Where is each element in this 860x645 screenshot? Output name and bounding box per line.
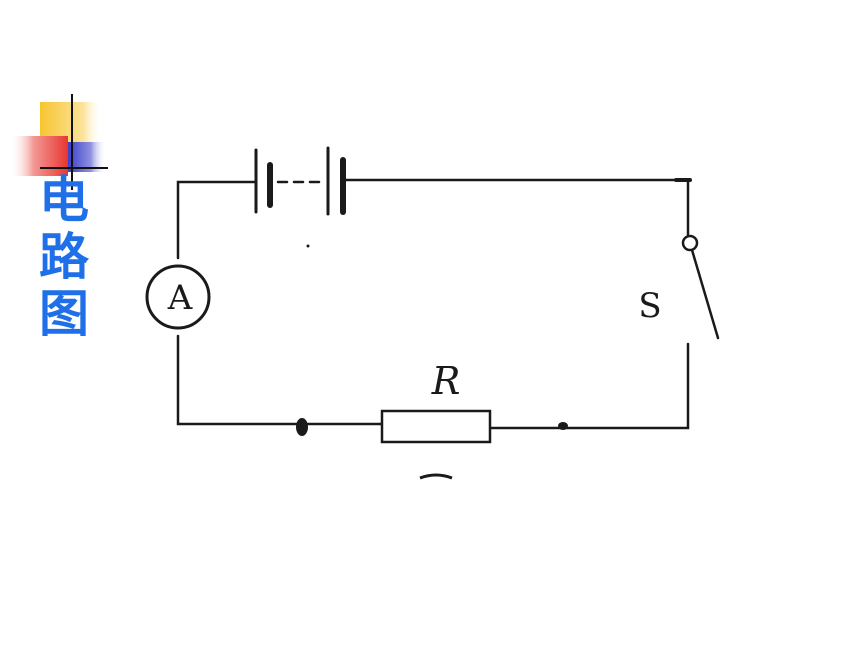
wire-right-lower	[488, 342, 690, 430]
stray-arc	[419, 473, 453, 480]
junction-dot-right	[558, 422, 568, 430]
junction-dot-left	[296, 418, 308, 436]
title-char-2: 路	[39, 228, 89, 286]
corner-decoration	[10, 94, 108, 190]
title-char-1: 电	[39, 171, 89, 229]
ammeter-circle	[145, 264, 211, 330]
switch-lever	[690, 248, 720, 340]
stray-dot	[306, 244, 310, 248]
ammeter-label: A	[167, 278, 193, 318]
title-char-3: 图	[39, 285, 89, 343]
switch-label: S	[638, 286, 661, 326]
wire-top-left	[176, 180, 258, 260]
resistor-label: R	[431, 359, 461, 403]
switch-pivot	[681, 234, 699, 252]
wire-bottom-left	[176, 334, 384, 426]
resistor	[380, 409, 492, 444]
red-square	[10, 136, 68, 176]
page-title: 电 路 图	[34, 172, 94, 343]
